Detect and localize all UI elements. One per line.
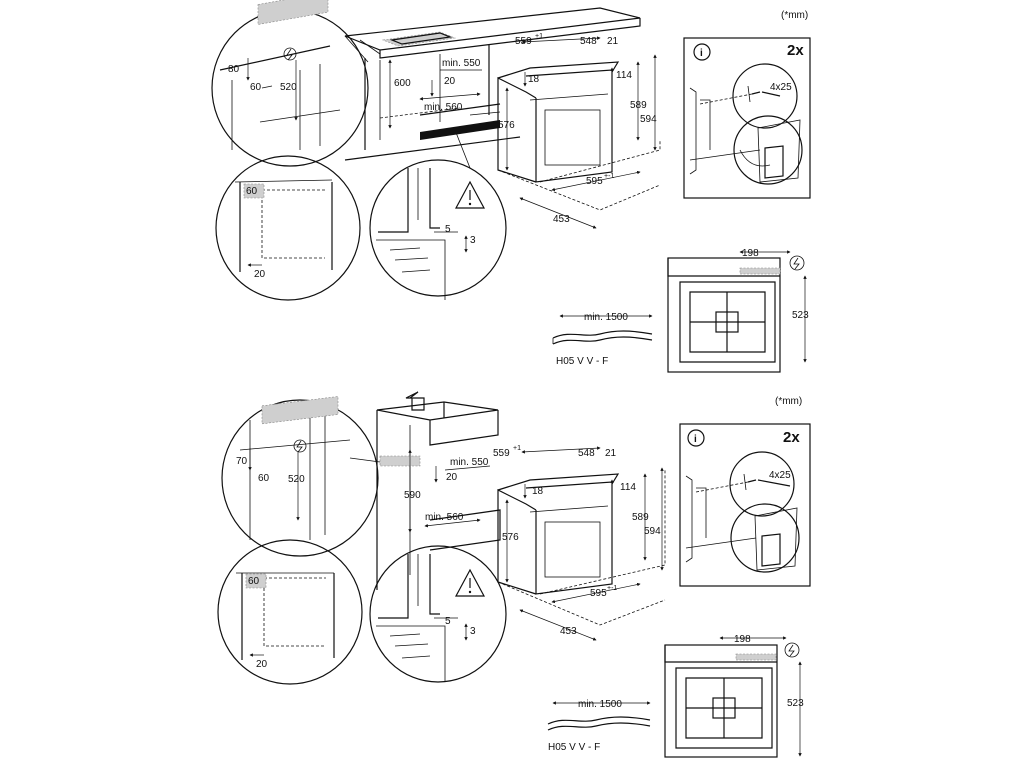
svg-text:60: 60 [250,82,262,93]
oven-front-view: 198 523 [664,634,804,758]
svg-text:3: 3 [470,626,476,637]
svg-text:5: 5 [445,616,451,627]
svg-text:min. 550: min. 550 [450,457,489,468]
svg-text:60: 60 [258,473,270,484]
svg-text:min. 1500: min. 1500 [584,312,628,323]
svg-text:80: 80 [228,64,240,75]
svg-text:i: i [694,434,697,445]
detail-circle-back-panel: 60 20 [215,155,361,301]
svg-text:+1: +1 [535,33,543,40]
svg-text:198: 198 [734,634,751,645]
diagram-top: (*mm) 600 20 min. 550 [211,0,811,373]
cabinet-tall: 590 20 min. 550 min. 560 [376,391,501,590]
svg-text:548: 548 [578,448,595,459]
detail-circle-edge: 5 3 [369,129,507,300]
cable-detail: min. 1500 H05 V V - F [552,312,653,367]
svg-text:576: 576 [502,532,519,543]
svg-text:548: 548 [580,36,597,47]
units-note: (*mm) [781,10,808,21]
svg-text:min. 560: min. 560 [425,512,464,523]
svg-text:18: 18 [528,74,540,85]
detail-circle-socket: 70 60 520 [221,396,381,557]
svg-text:576: 576 [498,120,515,131]
svg-text:589: 589 [632,512,649,523]
electric-icon [789,255,805,271]
svg-text:60: 60 [248,576,260,587]
svg-text:2x: 2x [783,429,800,446]
warning-icon [454,180,486,209]
cable-detail: min. 1500 H05 V V - F [547,699,651,753]
units-note: (*mm) [775,396,802,407]
detail-circle-edge: 5 3 [369,545,507,683]
svg-text:20: 20 [444,76,456,87]
detail-circle-back-panel: 60 20 [217,539,363,685]
svg-text:600: 600 [394,78,411,89]
svg-text:523: 523 [792,310,809,321]
svg-text:20: 20 [254,269,266,280]
svg-text:i: i [700,48,703,59]
warning-icon [454,568,486,597]
svg-text:453: 453 [553,214,570,225]
oven-isometric: 559 +1 548 21 18 114 576 589 594 595 +-1… [493,445,666,641]
svg-text:2x: 2x [787,42,804,59]
svg-text:198: 198 [742,248,759,259]
svg-text:18: 18 [532,486,544,497]
diagram-bottom: (*mm) 590 20 min. 550 min. 560 [217,391,811,758]
svg-text:114: 114 [616,70,632,81]
svg-text:453: 453 [560,626,577,637]
svg-text:559: 559 [493,448,510,459]
info-box-fixing: i 2x 4x25 [679,423,811,587]
svg-text:H05 V V - F: H05 V V - F [556,356,608,367]
svg-text:min. 560: min. 560 [424,102,463,113]
svg-text:min. 1500: min. 1500 [578,699,622,710]
svg-text:520: 520 [288,474,305,485]
detail-circle-socket: 80 60 520 [211,0,381,167]
svg-text:5: 5 [445,224,451,235]
svg-text:20: 20 [446,472,458,483]
svg-text:559: 559 [515,36,532,47]
svg-text:H05 V V - F: H05 V V - F [548,742,600,753]
cabinet-undercounter: 600 20 min. 550 min. 560 [344,7,641,161]
svg-text:594: 594 [640,114,657,125]
electric-icon [784,642,800,658]
svg-text:+-1: +-1 [607,585,617,592]
info-icon [687,429,705,447]
svg-text:21: 21 [607,36,619,47]
svg-text:+1: +1 [513,445,521,452]
svg-text:3: 3 [470,235,476,246]
svg-text:60: 60 [246,186,258,197]
electric-icon [283,47,297,61]
svg-text:20: 20 [256,659,268,670]
svg-text:+-1: +-1 [604,173,614,180]
info-box-fixing: i 2x 4x25 [683,37,811,199]
svg-text:523: 523 [787,698,804,709]
svg-text:70: 70 [236,456,248,467]
svg-text:595: 595 [586,176,603,187]
svg-text:589: 589 [630,100,647,111]
svg-text:21: 21 [605,448,617,459]
oven-isometric: 559 +1 548 21 18 114 576 589 594 595 +-1… [497,33,661,229]
svg-text:114: 114 [620,482,636,493]
svg-text:4x25: 4x25 [770,82,792,93]
oven-front-view: 198 523 [667,248,809,373]
svg-text:590: 590 [404,490,421,501]
electric-icon [293,439,307,453]
svg-text:595: 595 [590,588,607,599]
svg-text:594: 594 [644,526,661,537]
svg-text:4x25: 4x25 [769,470,791,481]
svg-text:520: 520 [280,82,297,93]
svg-text:min. 550: min. 550 [442,58,481,69]
info-icon [693,43,711,61]
